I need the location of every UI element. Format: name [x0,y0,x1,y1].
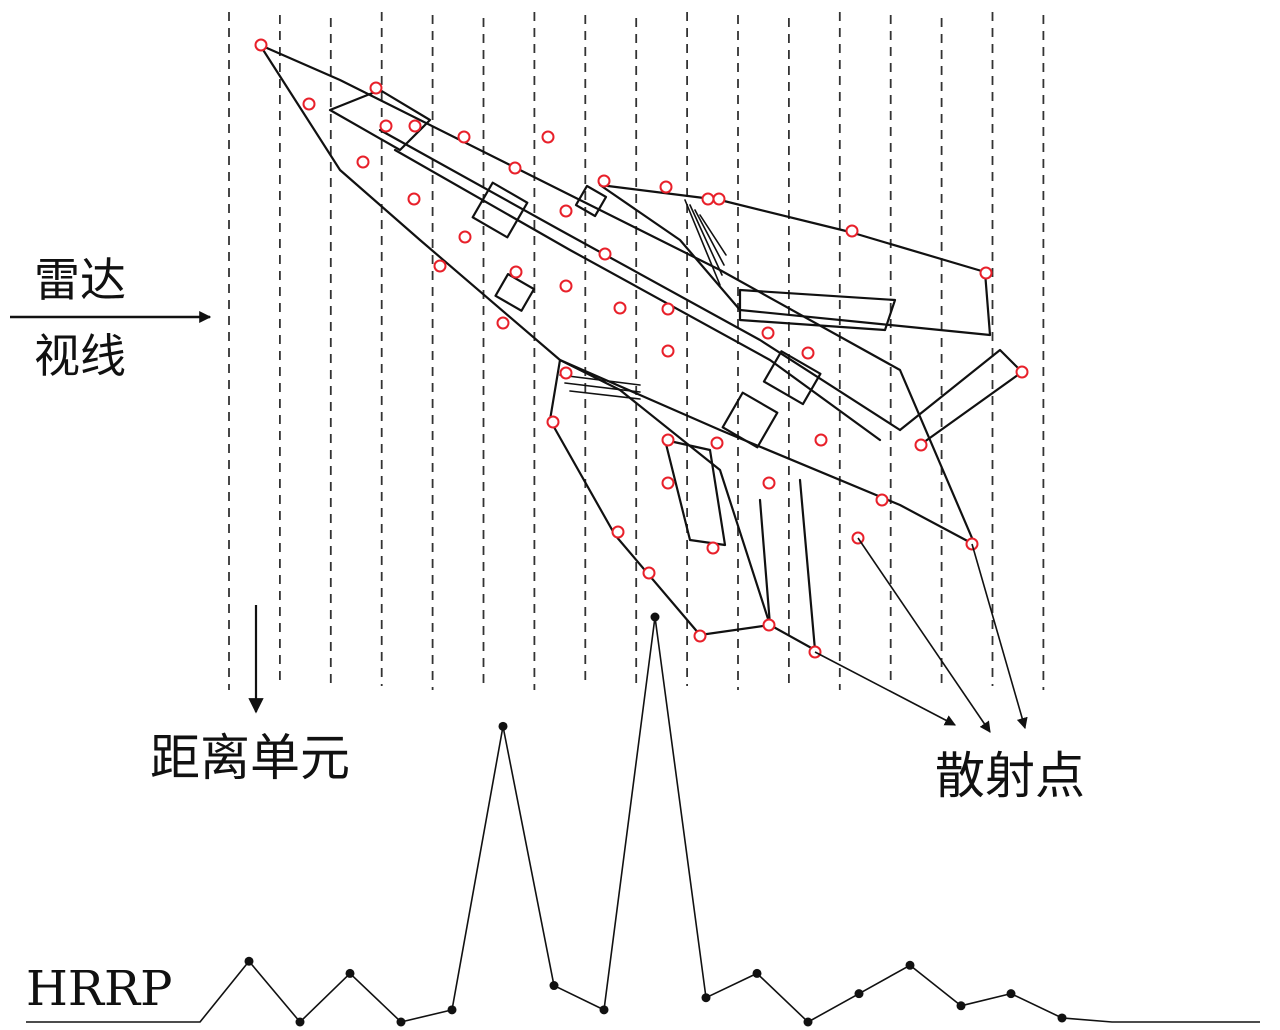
scatter-point-marker [875,493,889,507]
aircraft-panel-2 [494,273,536,312]
scatter-point-marker [302,97,316,111]
scatter-point-marker [508,161,522,175]
scatter-point-marker [598,247,612,261]
scatter-point-marker [509,265,523,279]
range-cell-label: 距离单元 [150,729,350,787]
scatter-point-marker [407,192,421,206]
scatter-point-marker [762,476,776,490]
radar-line-of-sight-label-bottom: 视线 [34,329,126,383]
hrrp-point [1006,989,1016,999]
scatter-point-marker [701,192,715,206]
hrrp-point [650,612,660,622]
aircraft-panel-5 [574,184,608,218]
scatter-point-marker [661,433,675,447]
range-cell-grid [228,12,1045,690]
aircraft-cockpit [328,88,432,152]
aircraft-lower-wing [548,358,772,637]
scatter-point-marker [761,326,775,340]
scatter-point-marker [845,224,859,238]
scatter-point-marker [693,629,707,643]
radar-line-of-sight-label-top: 雷达 [34,253,126,307]
aircraft-outline [258,43,1024,652]
hrrp-point [752,968,762,978]
scatter-callouts [814,537,1028,733]
scatter-point-marker [541,130,555,144]
hrrp-point [345,968,355,978]
scatter-points-label: 散射点 [935,747,1085,805]
hrrp-point [295,1017,305,1027]
scatter-point-marker [559,279,573,293]
hrrp-point [396,1017,406,1027]
callout-arrow-2 [857,537,991,733]
scatter-point-marker [710,436,724,450]
scatter-point-marker [379,119,393,133]
aircraft-upper-wing-inner [738,288,897,332]
scatter-point-marker [559,366,573,380]
aircraft-panel-3 [721,391,779,449]
scatter-point-marker [356,155,370,169]
scatter-point-marker [546,415,560,429]
aircraft-fuselage [258,43,977,547]
aircraft-panel-1 [471,181,529,239]
aircraft-spine [378,128,902,432]
scatter-point-marker [496,316,510,330]
scatter-point-marker [661,302,675,316]
hrrp-point [549,981,559,991]
scatter-point-marker [369,81,383,95]
scatter-point-marker [706,541,720,555]
callout-arrow-3 [971,543,1028,730]
scatter-point-marker [661,344,675,358]
hrrp-point [244,956,254,966]
scatter-point-marker [979,266,993,280]
hrrp-point [854,989,864,999]
hrrp-point [1057,1013,1067,1023]
hrrp-line [26,616,1260,1023]
aircraft-tail-lower [758,478,817,652]
scatter-point-marker [914,438,928,452]
aircraft-tail-upper [898,348,1024,447]
scatter-point-marker [458,230,472,244]
hrrp-label: HRRP [26,961,172,1017]
scatter-point-marker [712,192,726,206]
scatter-point-marker [611,525,625,539]
scatter-point-marker [661,476,675,490]
hrrp-point [599,1005,609,1015]
hrrp-point [905,960,915,970]
scatter-point-marker [597,174,611,188]
scatter-points [254,38,1029,659]
aircraft-lower-wing-inner [663,438,727,547]
scatter-point-marker [659,180,673,194]
scatter-point-marker [457,130,471,144]
scatter-point-marker [559,204,573,218]
aircraft-panel-4 [762,350,822,406]
scatter-point-marker [1015,365,1029,379]
hrrp-point [498,721,508,731]
scatter-point-marker [433,259,447,273]
hrrp-point [447,1005,457,1015]
hrrp-point [803,1017,813,1027]
scatter-point-marker [814,433,828,447]
scatter-point-marker [642,566,656,580]
hrrp-point [701,993,711,1003]
scatter-point-marker [801,346,815,360]
hrrp-point [956,1001,966,1011]
aircraft-hatch-1 [684,199,727,286]
callout-arrow-1 [814,651,956,726]
hrrp-profile [26,612,1260,1027]
scatter-point-marker [613,301,627,315]
scatter-point-marker [254,38,268,52]
scatter-point-marker [408,119,422,133]
aircraft-upper-wing [598,183,992,337]
scatter-point-marker [762,618,776,632]
aircraft-hatch-2 [559,374,641,400]
